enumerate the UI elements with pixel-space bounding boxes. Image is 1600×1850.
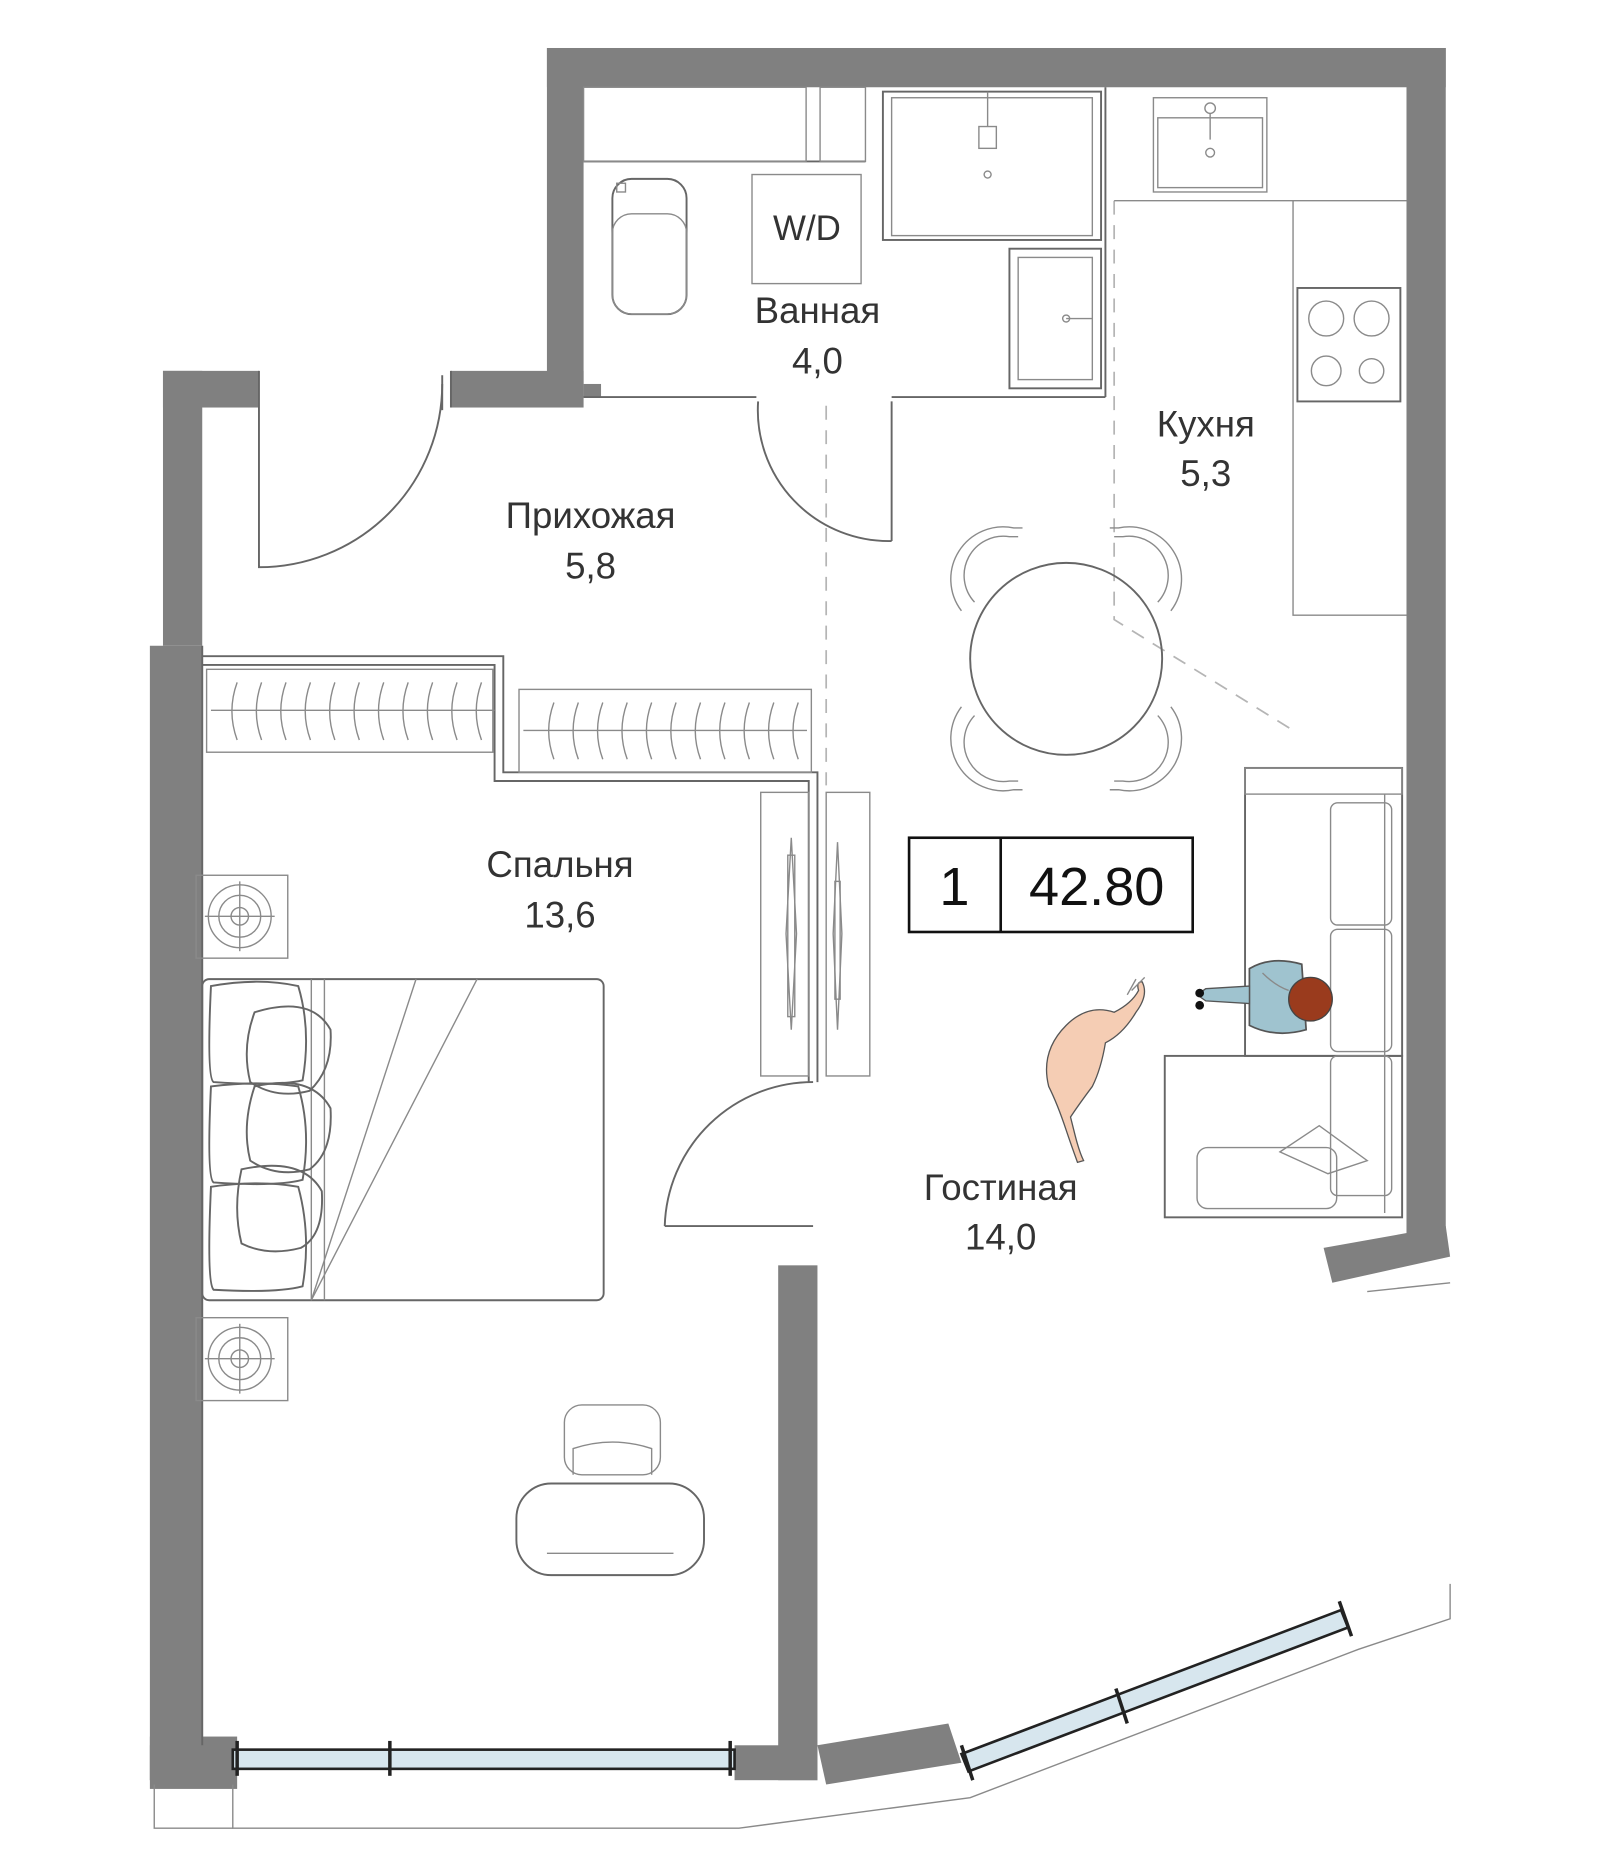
doors bbox=[258, 375, 893, 1228]
bedroom-area: 13,6 bbox=[524, 895, 595, 936]
hanger bbox=[426, 682, 434, 741]
kitchen-name: Кухня bbox=[1157, 403, 1255, 444]
hanger bbox=[255, 682, 263, 741]
hanger bbox=[377, 682, 385, 741]
windows bbox=[231, 1600, 1354, 1781]
summary-badge: 1 42.80 bbox=[907, 836, 1194, 934]
hallway-area: 5,8 bbox=[565, 546, 616, 587]
hanger bbox=[719, 702, 726, 760]
living-area: 14,0 bbox=[965, 1217, 1036, 1258]
hanger bbox=[792, 702, 799, 760]
hanger bbox=[304, 682, 312, 741]
bedroom-name: Спальня bbox=[486, 844, 633, 885]
kitchen-area: 5,3 bbox=[1180, 453, 1231, 494]
living-name: Гостиная bbox=[924, 1167, 1078, 1208]
hanger bbox=[231, 682, 238, 741]
hanger bbox=[475, 682, 483, 741]
hanger bbox=[767, 702, 775, 760]
hanger bbox=[621, 702, 628, 760]
bathroom-fixtures bbox=[611, 90, 1103, 390]
hanger bbox=[451, 682, 458, 741]
hanger bbox=[596, 702, 604, 760]
wardrobes bbox=[205, 668, 813, 773]
room-labels: W/D Ванная 4,0 Кухня 5,3 Прихожая 5,8 Сп… bbox=[486, 209, 1254, 1258]
kitchen-fixtures bbox=[1114, 97, 1407, 616]
hanger bbox=[670, 702, 677, 760]
dining-table bbox=[950, 526, 1183, 792]
bedroom-furniture bbox=[195, 874, 705, 1577]
walls bbox=[149, 47, 1451, 1789]
rooms-count: 1 bbox=[939, 857, 969, 917]
hanger bbox=[743, 702, 751, 760]
hanger bbox=[328, 682, 336, 741]
cat-figure bbox=[1045, 976, 1146, 1164]
hanger bbox=[645, 702, 653, 760]
exterior-outline bbox=[153, 1282, 1451, 1829]
hanger bbox=[353, 682, 360, 741]
hallway-name: Прихожая bbox=[506, 495, 676, 536]
bathroom-area: 4,0 bbox=[792, 340, 843, 381]
hanger bbox=[572, 702, 580, 760]
total-area: 42.80 bbox=[1029, 857, 1164, 917]
person-figure bbox=[1195, 959, 1333, 1035]
hanger bbox=[547, 702, 555, 760]
tv-unit bbox=[760, 791, 871, 1077]
bathroom-name: Ванная bbox=[755, 290, 881, 331]
hanger bbox=[280, 682, 287, 741]
washer-dryer-label: W/D bbox=[773, 209, 841, 248]
hanger bbox=[402, 682, 409, 741]
hanger bbox=[694, 702, 702, 760]
